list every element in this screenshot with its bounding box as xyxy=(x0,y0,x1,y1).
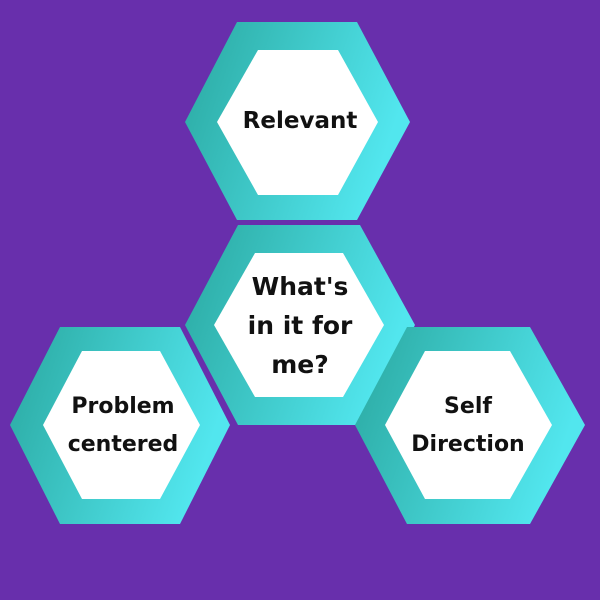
hexagon-relevant xyxy=(185,22,410,220)
center-label: What's in it for me? xyxy=(247,271,353,379)
hexagon-self-direction xyxy=(355,327,585,524)
relevant-label: Relevant xyxy=(242,108,358,134)
hexagon-center xyxy=(185,225,415,425)
hexagon-problem-centered xyxy=(10,327,230,524)
problem-centered-label: Problem centered xyxy=(67,394,179,457)
self-direction-label: Self Direction xyxy=(411,394,525,457)
